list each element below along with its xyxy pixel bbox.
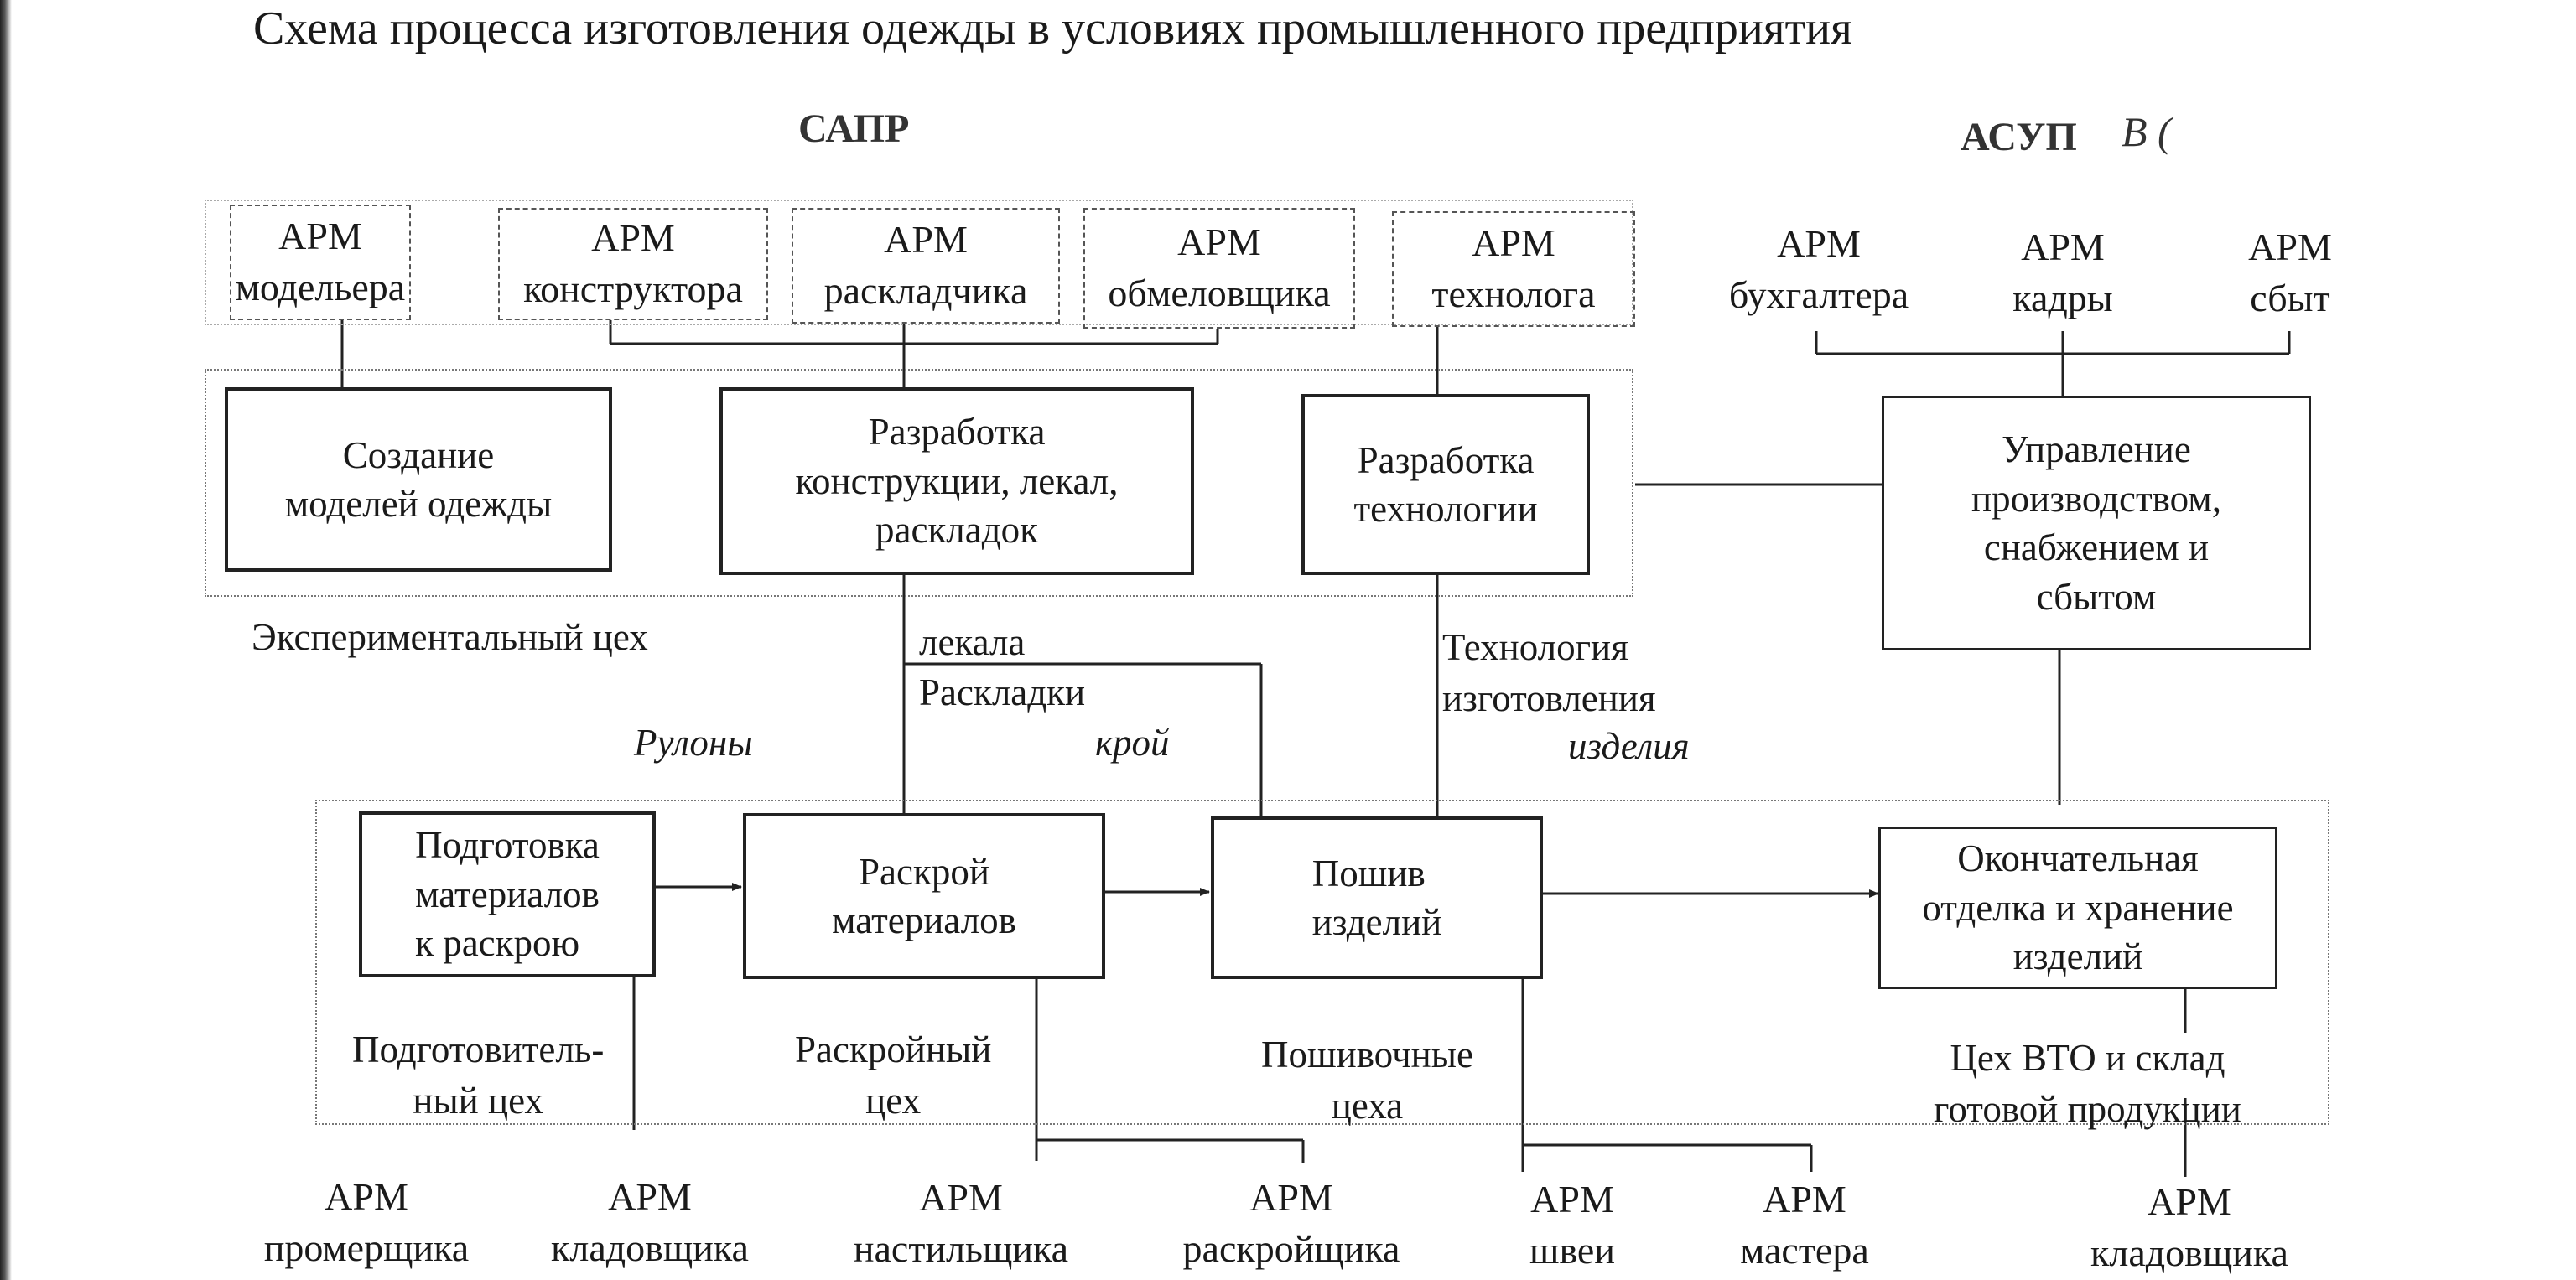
zone-experimental — [205, 369, 1633, 597]
label-rulony: Рулоны — [634, 722, 753, 764]
zone-production — [315, 800, 2329, 1125]
process-cutting: Раскрой материалов — [743, 813, 1105, 979]
arm-cutter-planner: АРМ раскладчика — [792, 208, 1060, 324]
arm-storekeeper-prep: АРМ кладовщика — [551, 1175, 749, 1269]
diagram-title: Схема процесса изготовления одежды в усл… — [253, 3, 1852, 54]
handwritten-note: В ( — [2122, 108, 2172, 155]
workshop-vto: Цех ВТО и склад готовой продукции — [1934, 1037, 2241, 1130]
process-create-models: Создание моделей одежды — [225, 387, 612, 572]
arm-technologist: АРМ технолога — [1392, 211, 1635, 327]
workshop-sewing: Пошивочные цеха — [1261, 1034, 1473, 1127]
process-management: Управление производством, снабжением и с… — [1882, 396, 2311, 650]
process-dev-construction: Разработка конструкции, лекал, раскладок — [719, 387, 1194, 575]
workshop-cutting: Раскройный цех — [795, 1029, 992, 1122]
zone-sapr — [205, 200, 1633, 325]
label-technology: Технология изготовления — [1442, 626, 1656, 719]
arm-sales: АРМ сбыт — [2248, 225, 2332, 319]
arm-measurer: АРМ промерщика — [263, 1175, 470, 1269]
arm-hr: АРМ кадры — [2012, 225, 2113, 319]
zone-experimental-label: Экспериментальный цех — [252, 616, 648, 658]
workshop-prep: Подготовитель- ный цех — [352, 1029, 605, 1122]
arm-constructor: АРМ конструктора — [498, 208, 768, 320]
arm-chalker: АРМ обмеловщика — [1083, 208, 1355, 329]
process-sewing: Пошив изделий — [1211, 816, 1543, 979]
arm-spreader: АРМ настильщика — [853, 1176, 1069, 1270]
process-dev-technology: Разработка технологии — [1301, 394, 1590, 575]
scan-edge — [0, 0, 12, 1280]
sapr-label: САПР — [798, 106, 910, 151]
label-raskladki: Раскладки — [919, 671, 1086, 713]
label-kroy: крой — [1095, 722, 1170, 764]
label-izdeliya: изделия — [1568, 725, 1690, 767]
process-finishing: Окончательная отделка и хранение изделий — [1878, 827, 2277, 989]
arm-master: АРМ мастера — [1740, 1178, 1869, 1272]
arm-storekeeper-vto: АРМ кладовщика — [2090, 1180, 2288, 1274]
arm-accountant: АРМ бухгалтера — [1728, 222, 1909, 316]
process-prep-materials: Подготовка материалов к раскрою — [359, 811, 656, 977]
arm-seamstress: АРМ швеи — [1530, 1178, 1615, 1272]
asup-label: АСУП — [1961, 115, 2077, 159]
arm-cutter: АРМ раскройщика — [1182, 1176, 1400, 1270]
arm-modeler: АРМ модельера — [230, 205, 411, 320]
label-lekala: лекала — [919, 621, 1026, 663]
